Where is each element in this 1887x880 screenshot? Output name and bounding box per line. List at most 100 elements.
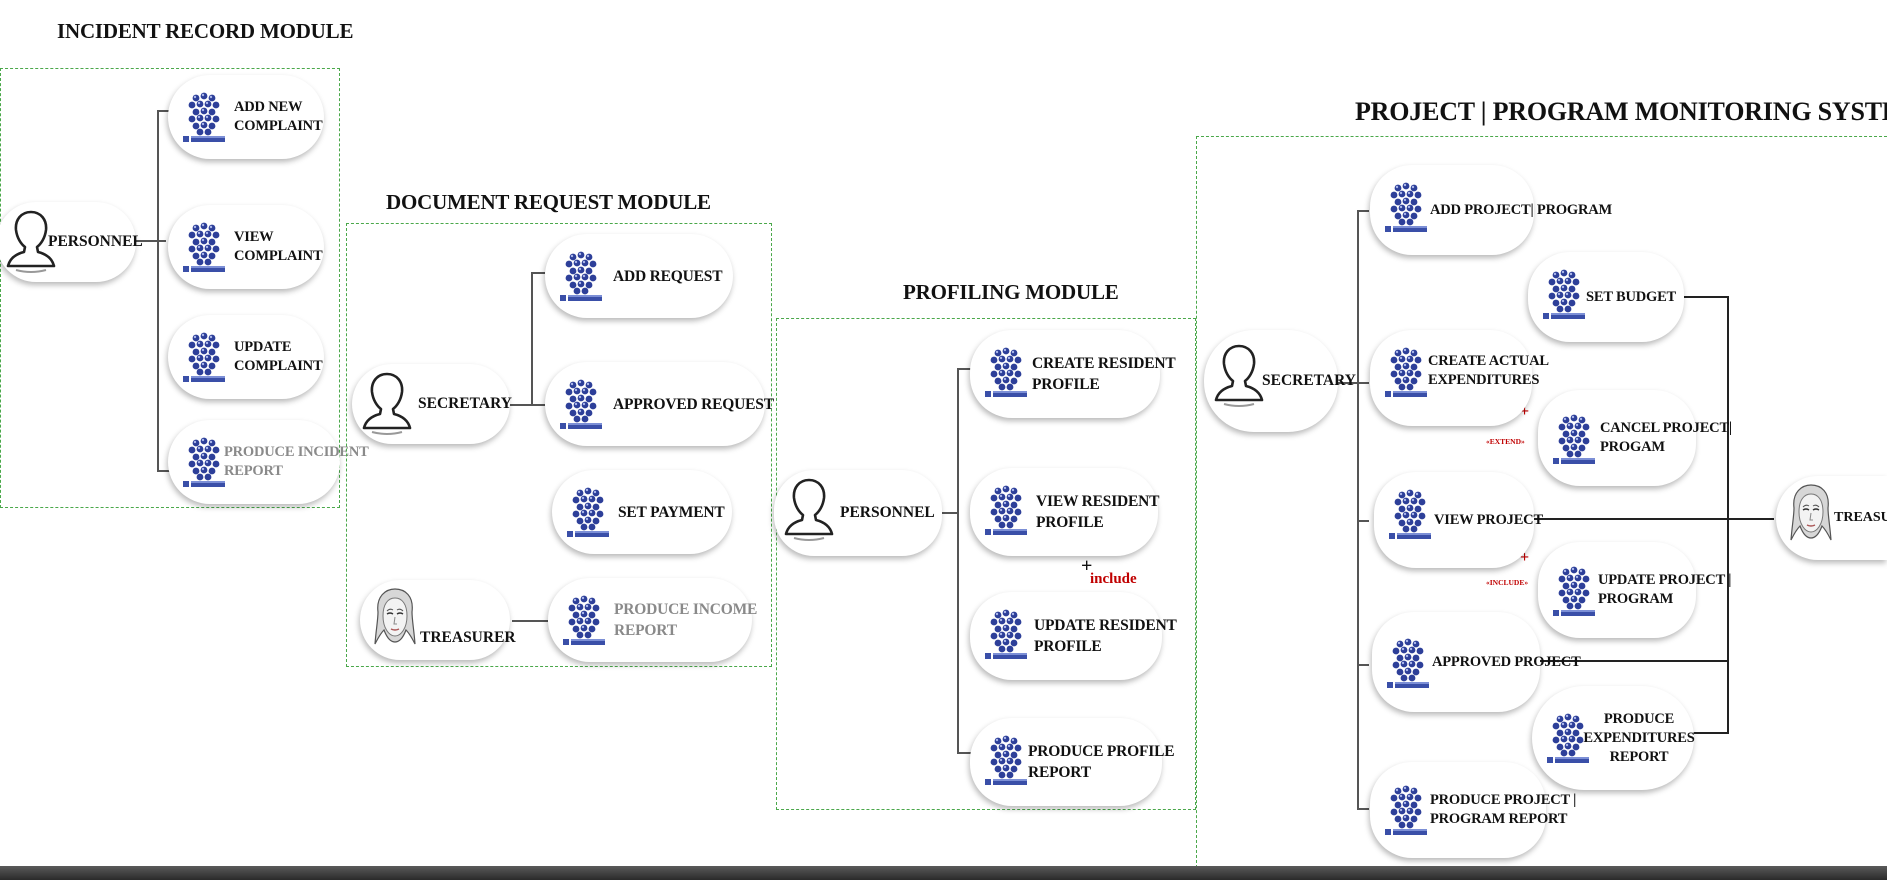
usecase-label-line: PROGAM: [1600, 439, 1665, 455]
usecase-produce-income-report: PRODUCE INCOME REPORT: [548, 578, 757, 662]
usecase-icon: [984, 345, 1030, 399]
connector: [1357, 808, 1369, 810]
usecase-label-line: REPORT: [1609, 748, 1669, 765]
actor-treasurer-project: TREASURER: [1776, 476, 1887, 560]
connector: [1357, 210, 1359, 810]
usecase-add-new-complaint: ADD NEW COMPLAINT: [168, 75, 324, 159]
usecase-icon: [182, 220, 228, 274]
connector: [1334, 382, 1358, 384]
window-bottom-edge: [0, 866, 1887, 880]
connector: [136, 240, 166, 242]
usecase-icon: [1384, 783, 1430, 837]
actor-personnel-profiling: PERSONNEL: [774, 470, 942, 556]
connector: [957, 368, 959, 754]
usecase-icon: [182, 330, 228, 384]
usecase-icon: [1384, 180, 1430, 234]
connector: [1727, 296, 1729, 734]
connector: [1357, 382, 1369, 384]
usecase-view-project: VIEW PROJECT: [1374, 472, 1543, 568]
actor-treasurer-document: TREASURER: [360, 580, 516, 660]
usecase-icon: [1552, 564, 1598, 618]
person-icon: [368, 586, 422, 654]
extend-plus-mark: +: [1520, 403, 1530, 420]
actor-label: SECRETARY: [418, 395, 512, 412]
usecase-label-line: SET PAYMENT: [618, 503, 725, 521]
connector: [157, 470, 171, 472]
connector: [936, 512, 958, 514]
usecase-icon: [562, 593, 608, 647]
connector: [1357, 210, 1369, 212]
usecase-label-line: UPDATE PROJECT |: [1598, 572, 1732, 588]
usecase-produce-incident-report: PRODUCE INCIDENT REPORT: [168, 420, 369, 504]
usecase-label-line: PROFILE: [1036, 514, 1104, 531]
usecase-label-line: PRODUCE PROJECT |: [1430, 792, 1577, 808]
usecase-label-line: APPROVED REQUEST: [613, 395, 774, 413]
usecase-update-project-program: UPDATE PROJECT | PROGRAM: [1538, 542, 1732, 638]
extend-label: «EXTEND»: [1486, 437, 1525, 446]
actor-label: TREASURER: [420, 629, 516, 646]
include-label: «INCLUDE»: [1486, 578, 1529, 587]
usecase-label-line: PROFILE: [1032, 376, 1100, 393]
actor-label: PERSONNEL: [48, 233, 143, 250]
usecase-label-line: REPORT: [1028, 764, 1091, 781]
connector: [531, 404, 545, 406]
usecase-label-line: VIEW: [234, 229, 274, 245]
usecase-produce-profile-report: PRODUCE PROFILE REPORT: [970, 718, 1175, 806]
usecase-icon: [182, 90, 228, 144]
actor-personnel-incident: PERSONNEL: [0, 202, 143, 282]
connector: [957, 752, 971, 754]
usecase-update-resident-profile: UPDATE RESIDENT PROFILE: [970, 592, 1177, 680]
usecase-approved-project: APPROVED PROJECT: [1372, 612, 1581, 712]
usecase-create-actual-expenditures: CREATE ACTUAL EXPENDITURES: [1370, 330, 1549, 426]
usecase-label-line: REPORT: [224, 463, 283, 479]
usecase-label-line: EXPENDITURES: [1583, 729, 1695, 746]
connector: [1680, 296, 1728, 298]
actor-secretary-document: SECRETARY: [352, 364, 512, 444]
connector: [531, 272, 545, 274]
usecase-label-line: PRODUCE PROFILE: [1028, 743, 1175, 760]
usecase-view-resident-profile: VIEW RESIDENT PROFILE: [970, 468, 1160, 556]
document-module-title: DOCUMENT REQUEST MODULE: [386, 190, 711, 214]
usecase-icon: [559, 249, 605, 303]
usecase-label-line: COMPLAINT: [234, 118, 323, 134]
usecase-add-project-program: ADD PROJECT| PROGRAM: [1370, 165, 1613, 255]
usecase-label-line: SET BUDGET: [1586, 288, 1677, 305]
usecase-icon: [1552, 412, 1598, 466]
include-plus-mark: +: [1520, 549, 1530, 566]
usecase-icon: [984, 483, 1030, 537]
usecase-label-line: COMPLAINT: [234, 358, 323, 374]
usecase-icon: [984, 733, 1030, 787]
usecase-label-line: PRODUCE: [1603, 710, 1675, 727]
usecase-icon: [182, 435, 228, 489]
usecase-cancel-project-program: CANCEL PROJECT| PROGAM: [1538, 390, 1732, 486]
usecase-icon: [1386, 636, 1432, 690]
profiling-module-boundary: [776, 318, 1196, 810]
connector: [1538, 660, 1728, 662]
connector: [1692, 732, 1728, 734]
usecase-icon: [1384, 345, 1430, 399]
connector: [157, 110, 171, 112]
usecase-produce-project-program-report: PRODUCE PROJECT | PROGRAM REPORT: [1370, 762, 1577, 858]
actor-secretary-project: SECRETARY: [1204, 330, 1356, 432]
usecase-label-line: EXPENDITURES: [1428, 372, 1540, 388]
connector: [512, 620, 548, 622]
usecase-label-line: APPROVED PROJECT: [1432, 653, 1581, 670]
include-label: include: [1090, 571, 1137, 587]
include-plus-mark: +: [1081, 555, 1093, 577]
usecase-icon: [566, 485, 612, 539]
usecase-label-line: CREATE RESIDENT: [1032, 355, 1176, 372]
usecase-set-payment: SET PAYMENT: [552, 470, 732, 554]
usecase-add-request: ADD REQUEST: [545, 234, 733, 318]
connector: [957, 368, 971, 370]
usecase-label-line: REPORT: [614, 622, 677, 639]
usecase-label-line: PROFILE: [1034, 638, 1102, 655]
incident-module-title: INCIDENT RECORD MODULE: [57, 19, 354, 43]
usecase-label-line: ADD PROJECT| PROGRAM: [1430, 201, 1613, 218]
usecase-label-line: PROGRAM REPORT: [1430, 811, 1568, 827]
actor-label: PERSONNEL: [840, 504, 935, 521]
usecase-label-line: ADD REQUEST: [613, 267, 723, 285]
actor-label: SECRETARY: [1262, 372, 1356, 389]
usecase-label-line: ADD NEW: [234, 99, 303, 115]
person-icon: [1784, 482, 1838, 550]
